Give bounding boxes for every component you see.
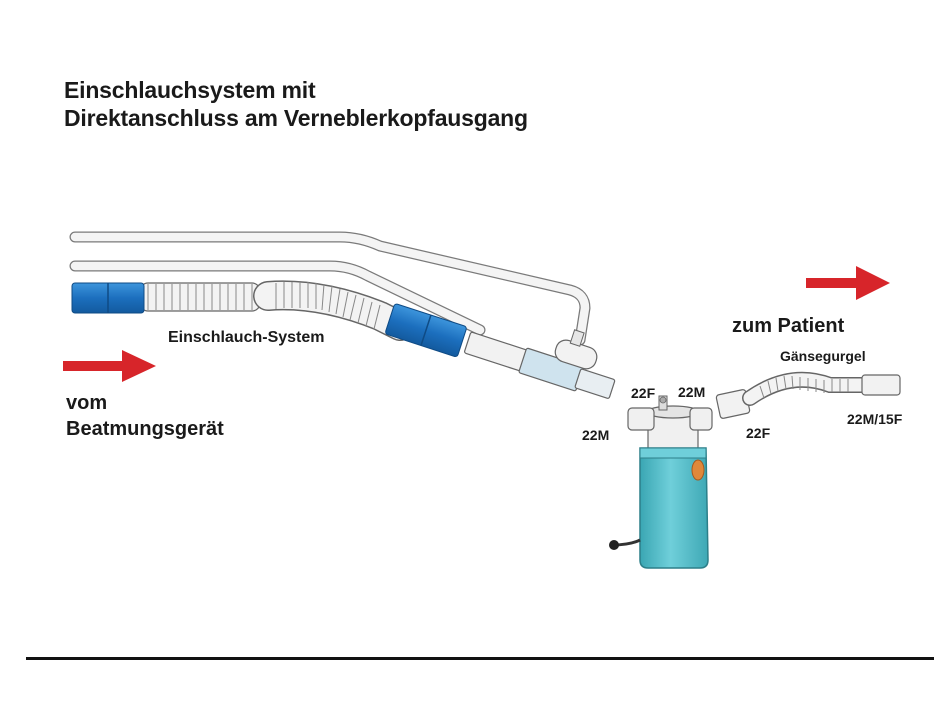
arrow-to-patient (806, 266, 890, 300)
corrugated-hose-left (140, 283, 260, 311)
label-beatmungsgeraet: Beatmungsgerät (66, 416, 224, 442)
label-vom: vom (66, 390, 224, 416)
nebulizer-body (609, 448, 708, 568)
nebulizer-head (628, 396, 712, 452)
blue-connector-left (72, 283, 144, 313)
label-einschlauch-system: Einschlauch-System (168, 329, 325, 347)
corrugated-hose-right (268, 282, 400, 329)
label-port-22m-left: 22M (582, 427, 609, 443)
label-port-22m15f: 22M/15F (847, 411, 902, 427)
blue-connector-right (385, 303, 467, 357)
label-port-22f-top: 22F (631, 385, 655, 401)
label-zum-patient: zum Patient (732, 313, 844, 339)
label-port-22m-top: 22M (678, 384, 705, 400)
label-gaensegurgel: Gänsegurgel (780, 348, 866, 364)
t-piece-connector (463, 300, 625, 402)
arrow-from-ventilator (63, 350, 156, 382)
label-vom-beatmungsgeraet: vom Beatmungsgerät (66, 390, 224, 442)
bottom-rule (26, 657, 934, 660)
label-port-22f-right: 22F (746, 425, 770, 441)
